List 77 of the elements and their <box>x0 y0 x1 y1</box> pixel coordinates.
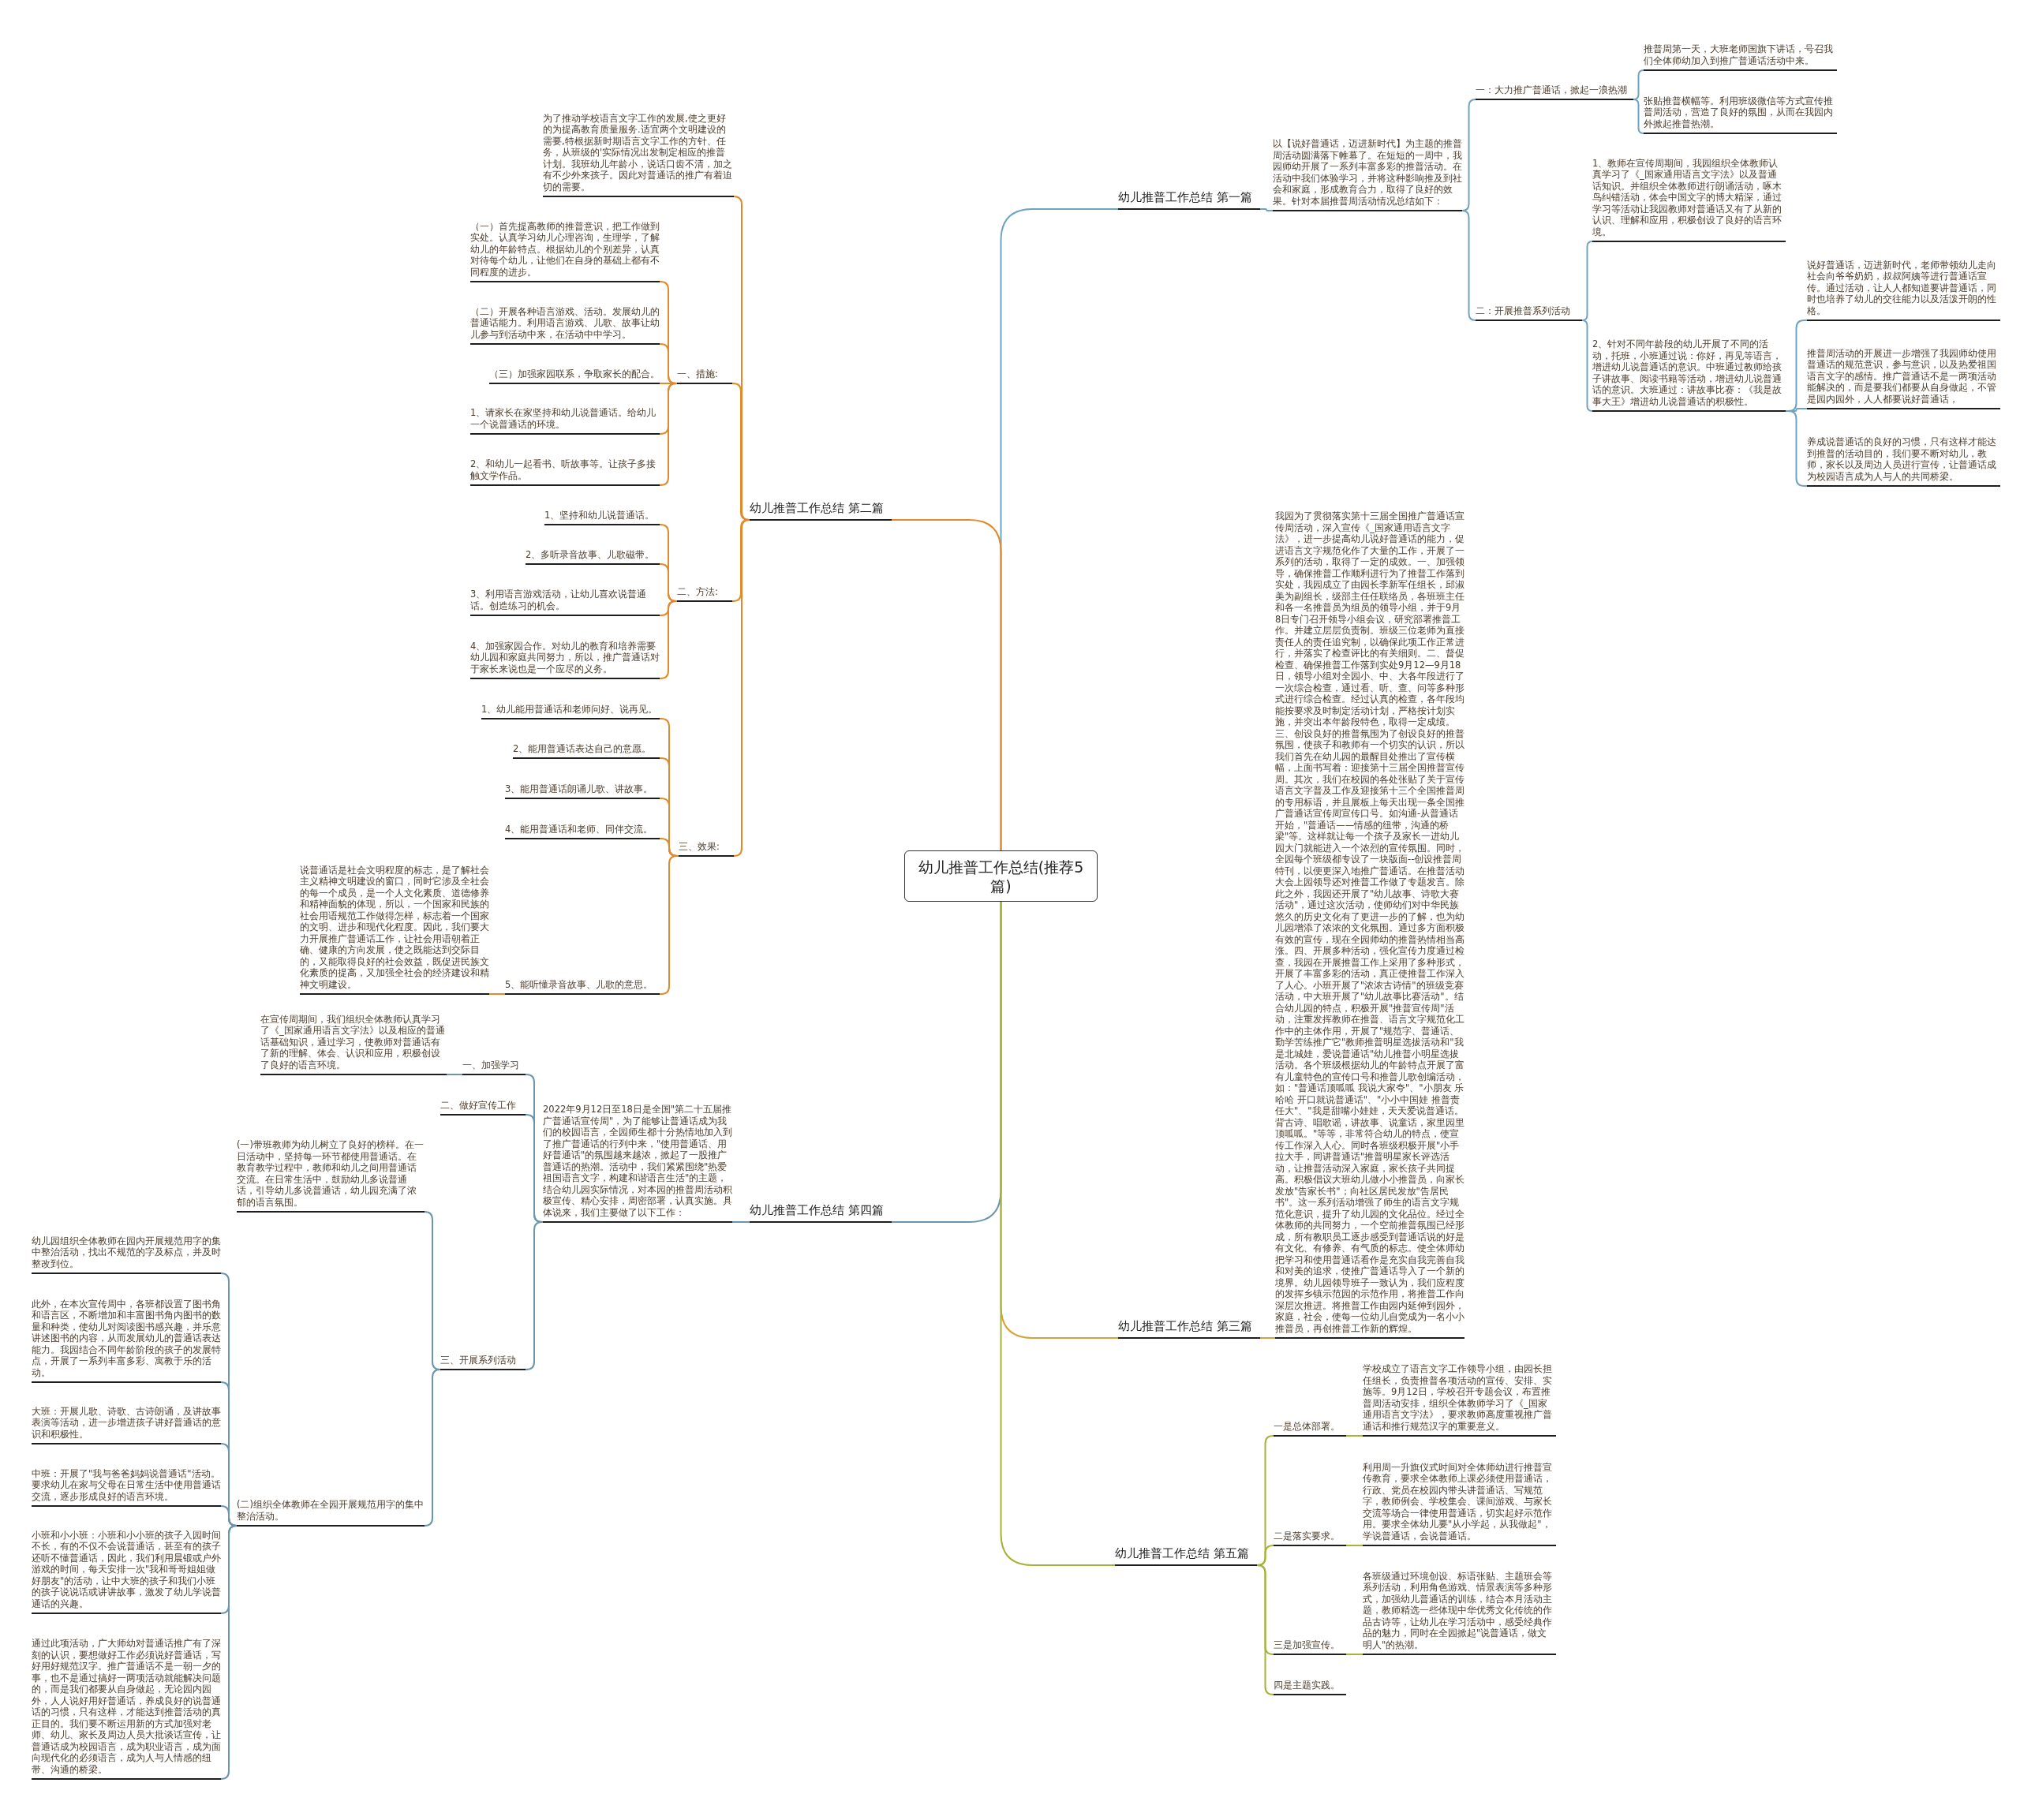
topic-text: 我园为了贯彻落实第十三届全国推广普通话宣传周活动，深入宣传《_国家通用语言文字法》，进一步提高幼儿说好普通话的能力，促进语言文字规范化作了大量的工作，开展了一系列的活动，取得了一定的成效。一、加强领导，确保推普工作顺利进行为了推普工作落到实处，我园成立了由园长李新军任组长，邱淑美为副组长，级部主任任联络员，各班班主任和各一名推普员为组员的领导小组，并于9月8日专门召开领导小组会议，研究部署推普工作。并建立层层负责制。班级三位老师为直接责任人的责任追究制，以确保此项工作正常进行，并落实了检查评比的有关细则。二、督促检查、确保推普工作落到实处9月12—9月18日，领导小组对全园小、中、大各年段进行了一次综合检查，通过看、听、查、问等多种形式进行综合检查。经过认真的检查，各年段均能按要求及时制定活动计划，严格按计划实施，并突出本年龄段特色，取得一定成绩。三、创设良好的推普氛围为了创设良好的推普氛围，使孩子和教师有一个切实的认识，所以我们首先在幼儿园的最醒目处推出了宣传横幅，上面书写着：迎接第十三届全国推普宣传周。其次，我们在校园的各处张贴了关于宣传语言文字普及工作及迎接第十三个全国推普周的专用标语，并且展板上每天出现一条全国推广普通话宣传周宣传口号。如沟通-从普通话开始，"普通话——情感的纽带，沟通的桥梁"等。这样就让每一个孩子及家长一进幼儿园大门就能进入一个浓烈的宣传氛围。同时，全园每个班级都专设了一块版面--创设推普周特刊，以便更深入地推广普通话。在推普活动大会上园领导还对推普工作做了专题发言。除此之外，我园还开展了"幼儿故事、诗歌大赛活动"，通过这次活动，使师幼们对中华民族悠久的历史文化有了更进一步的了解，也为幼儿园增添了浓浓的文化氛围。通过多方面积极有效的宣传，现在全园师幼的推普热情相当高涨。四、开展多种活动，强化宣传力度通过检查，我园在开展推普工作上采用了多种形式，开展了丰富多彩的活动，真正使推普工作深入了人心。小班开展了"浓浓古诗情"的班级竞赛活动，中大班开展了"幼儿故事比赛活动"。结合幼儿园的特点，积极开展"推普宣传周"活动，注重发挥教师在推普、语言文字规范化工作中的主体作用，开展了"规范字、普通话、勤学苦练推广它"教师推普明星选拔活动和"我是北城娃，爱说普通话"幼儿推普小明星选拔活动。各个班级根据幼儿的年龄特点开展了富有儿童特色的宣传口号和推普儿歌创编活动，如："普通话顶呱呱 我说大家夸"、"小朋友 乐哈哈 开口就说普通话"、"小小中国娃 推普责任大"、"我是甜嘴小娃娃，天天爱说普通话。背古诗、唱歌谣，讲故事、说童话，家里园里顶呱呱。"等等，非常符合幼儿的特点，使宣传工作深入人心。同时各班级积极开展"小手拉大手，同讲普通话"推普明星家长评选活动，让推普活动深入家庭，家长孩子共同提高。积极倡议大班幼儿做小小推普员，向家长发放"告家长书"；向社区居民发放"告居民书"。这一系列活动增强了师生的语言文字规范化意识，提升了幼儿园的文化品位。经过全体教师的共同努力，一个空前推普氛围已经形成，所有教职员工逐步感受到普通话说的好是有文化、有修养、有气质的标志。使全体师幼把学习和使用普通话看作是充实自我完善自我和对美的追求，使推广普通话导入了一个新的境界。幼儿园领导班子一致认为，我们应程度的发挥乡镇示范园的示范作用，将推普工作向深层次推进。将推普工作由园内延伸到园外，家庭，社会，使每一位幼儿自觉成为一名小小推普员，再创推普工作新的辉煌。 <box>1275 510 1464 1339</box>
topic-text: 1、坚持和幼儿说普通话。 <box>544 509 660 525</box>
topic-text: 三、效果: <box>679 840 734 857</box>
topic-text: （三）加强家园联系，争取家长的配合。 <box>489 368 660 384</box>
topic-text: 2、多听录音故事、儿歌磁带。 <box>526 548 660 565</box>
connector-line <box>446 1074 463 1075</box>
topic-text: (二)组织全体教师在全园开展规范用字的集中整治活动。 <box>237 1499 425 1527</box>
branch-topic: 幼儿推普工作总结 第三篇 <box>1118 1318 1260 1339</box>
topic-text: 推普周第一天，大班老师国旗下讲话，号召我们全体师幼加入到推广普通话活动中来。 <box>1644 43 1837 71</box>
branch-topic: 幼儿推普工作总结 第五篇 <box>1115 1545 1257 1566</box>
topic-text: 一是总体部署。 <box>1274 1420 1346 1437</box>
topic-text: 3、能用普通话朗诵儿歌、讲故事。 <box>505 783 660 799</box>
topic-text: 四是主题实践。 <box>1274 1679 1346 1695</box>
central-topic-box: 幼儿推普工作总结(推荐5篇) <box>904 850 1098 902</box>
branch-topic: 幼儿推普工作总结 第一篇 <box>1118 189 1260 210</box>
topic-text: 中班：开展了"我与爸爸妈妈说普通话"活动。要求幼儿在家与父母在日常生活中使用普通话交流，逐步形成良好的语言环境。 <box>32 1467 221 1507</box>
connector-line <box>1345 1435 1364 1437</box>
topic-text: 1、请家长在家坚持和幼儿说普通话。给幼儿一个说普通话的环境。 <box>470 407 660 435</box>
topic-text: 2022年9月12日至18日是全国"第二十五届推广普通话宣传周"，为了能够让普通话成为我们的校园语言，全园师生都十分热情地加入到了推广普通话的行列中来，"使用普通话、用好普通话"的氛围越来越浓，掀起了一股推广普通话的热潮。活动中，我们紧紧围绕"热爱祖国语言文字，构建和谐语言生活"的主题，结合幼儿园实际情况，对本园的推普周活动积极宣传、精心安排，周密部署，认真实施。具体说来，我们主要做了以下工作： <box>543 1104 732 1223</box>
topic-text: 此外，在本次宣传周中，各班都设置了图书角和语言区，不断增加和丰富图书角内图书的数量和种类，使幼儿对阅读图书感兴趣，并乐意讲述图书的内容，从而发展幼儿的普通话表达能力。我园结合不同年龄阶段的孩子的发展特点，开展了一系列丰富多彩、寓教于乐的活动。 <box>32 1298 221 1383</box>
connector-line <box>1000 901 1116 1566</box>
connector-line <box>1461 210 1476 321</box>
topic-text: 幼儿园组织全体教师在园内开展规范用字的集中整治活动，找出不规范的字及标点，并及时整改到位。 <box>32 1235 221 1274</box>
topic-text: 以【说好普通话，迈进新时代】为主题的推普周活动圆满落下帷幕了。在短短的一周中，我园师幼开展了一系列丰富多彩的推普活动。在活动中我们体验学习，并将这种影响推及到社会和家庭，形成教育合力，取得了良好的效果。针对本届推普周活动情况总结如下： <box>1273 138 1462 211</box>
topic-text: （一）首先提高教师的推普意识，把工作做到实处。认真学习幼儿心理咨询，生理学，了解幼儿的年龄特点。根据幼儿的个别差异，认真对待每个幼儿，让他们在自身的基础上都有不同程度的进步。 <box>470 220 660 282</box>
connector-line <box>1259 1337 1276 1339</box>
topic-text: 一、措施: <box>677 368 732 384</box>
topic-text: 推普周活动的开展进一步增强了我园师幼使用普通话的规范意识，参与意识，以及热爱祖国语言文字的感情。推广普通话不是一两项活动能解决的，而是要我们都要从自身做起，不管是园内园外，人人都要说好普通话， <box>1807 347 2000 409</box>
topic-text: 4、加强家园合作。对幼儿的教育和培养需要幼儿园和家庭共同努力，所以，推广普通话对于家长来说也是一个应尽的义务。 <box>470 640 660 679</box>
topic-text: 在宣传周期间，我们组织全体教师认真学习了《_国家通用语言文字法》以及相应的普通话基础知识，通过学习，使教师对普通话有了新的理解、体会、认识和应用，积极创设了良好的语言环境。 <box>260 1013 447 1075</box>
connector-line <box>488 993 506 995</box>
connector-line <box>1633 99 1644 134</box>
topic-text: 一、加强学习 <box>462 1059 526 1075</box>
topic-text: 二是落实要求。 <box>1274 1530 1346 1546</box>
topic-text: 为了推动学校语言文字工作的发展,使之更好的为提高教育质量服务.适宜两个文明建设的需要,特根据新时期语言文字工作的方针、任务，从班级的'实际情况出发制定相应的推普计划。我班幼儿年龄小，说话口齿不清，加之有不少外来孩子。因此对普通话的推广有着迫切的需要。 <box>543 112 734 197</box>
topic-text: 说好普通话，迈进新时代，老师带领幼儿走向社会向爷爷奶奶，叔叔阿姨等进行普通话宣传。通过活动，让人人都知道要讲普通话，同时也培养了幼儿的交往能力以及活泼开朗的性格。 <box>1807 259 2000 321</box>
topic-text: 二、做好宣传工作 <box>440 1099 526 1116</box>
topic-text: 一：大力推广普通话，掀起一浪热潮 <box>1476 84 1633 100</box>
topic-text: 5、能听懂录音故事、儿歌的意思。 <box>505 978 660 995</box>
topic-text: 张贴推普横幅等。利用班级微信等方式宣传推普周活动，营造了良好的氛围，从而在我园内外掀起推普热潮。 <box>1644 95 1837 134</box>
connector-line <box>1581 320 1593 412</box>
connector-line <box>891 519 1002 851</box>
topic-text: 三是加强宣传。 <box>1274 1639 1346 1655</box>
connector-line <box>1256 1564 1274 1695</box>
connector-line <box>1345 1654 1364 1655</box>
topic-text: （二）开展各种语言游戏、活动。发展幼儿的普通话能力。利用语言游戏、儿歌、故事让幼儿参与到活动中来，在活动中中学习。 <box>470 305 660 345</box>
topic-text: 2、能用普通话表达自己的意愿。 <box>513 742 660 759</box>
topic-text: 各班级通过环境创设、标语张贴、主题班会等系列活动，利用角色游戏、情景表演等多种形式，加强幼儿普通话的训练，结合本月活动主题，教师精选一些体现中华优秀文化传统的作品古诗等，让幼儿在学习活动中，感受经典作品的魅力，同时在全园掀起"说普通话，做文明人"的热潮。 <box>1363 1570 1556 1655</box>
topic-text: (一)带班教师为幼儿树立了良好的榜样。在一日活动中，坚持每一环节都使用普通话。在教育教学过程中，教师和幼儿之间用普通话交流。在日常生活中，鼓励幼儿多说普通话，引导幼儿多说普通话，幼儿园充满了浓郁的语言氛围。 <box>237 1139 425 1213</box>
connector-line <box>659 600 678 679</box>
topic-text: 4、能用普通话和老师、同伴交流。 <box>505 823 660 839</box>
topic-text: 通过此项活动，广大师幼对普通话推广有了深刻的认识，要想做好工作必须说好普通话，写好用好规范汉字。推广普通话不是一朝一夕的事，也不是通过搞好一两项活动就能解决问题的，而是我们都要从自身做起，无论园内园外，人人说好用好普通话，养成良好的说普通话的习惯，只有这样，才能达到推普活动的真正目的。我们要不断运用新的方式加强对老师、幼儿、家长及周边人员大批谈话宣传，让普通话成为校园语言，成为职业语言，成为面向现代化的必须语言，成为人与人情感的纽带、沟通的桥梁。 <box>32 1638 221 1780</box>
connector-line <box>424 1369 441 1527</box>
topic-text: 说普通话是社会文明程度的标志，是了解社会主义精神文明建设的窗口，同时它涉及全社会的每一个成员，是一个人文化素质、道德修养和精神面貌的体现，所以，一个国家和民族的社会用语规范工作做得怎样，标志着一个国家的文明、进步和现代化程度。因此，我们要大力开展推广普通话工作，让社会用语朝着正确、健康的方向发展，使之既能达到交际目的，又能取得良好的社会效益，既促进民族文化素质的提高，又加强全社会的经济建设和精神文明建设。 <box>300 864 489 995</box>
topic-text: 2、和幼儿一起看书、听故事等。让孩子多接触文学作品。 <box>470 458 660 486</box>
topic-text: 养成说普通话的良好的习惯，只有这样才能达到推普的活动目的，我们要不断对幼儿，教师，家长以及周边人员进行宣传，让普通话成为校园语言成为人与人的共同桥梁。 <box>1807 436 2000 487</box>
branch-topic: 幼儿推普工作总结 第二篇 <box>750 500 892 521</box>
connector-line <box>1259 208 1274 211</box>
connector-line <box>220 1525 238 1780</box>
topic-text: 1、幼儿能用普通话和老师问好、说再见。 <box>481 703 660 719</box>
topic-text: 1、教师在宣传周期间，我园组织全体教师认真学习了《_国家通用语言文字法》以及普通话知识。并组织全体教师进行朗诵活动，啄木鸟纠错活动，体会中国文字的博大精深，通过学习等活动让我园教师对普通话又有了从新的认识、理解和应用，积极创设了良好的语言环境。 <box>1592 157 1786 242</box>
branch-topic: 幼儿推普工作总结 第四篇 <box>750 1202 892 1223</box>
topic-text: 三、开展系列活动 <box>440 1354 526 1370</box>
topic-text: 二：开展推普系列活动 <box>1476 305 1582 321</box>
topic-text: 2、针对不同年龄段的幼儿开展了不同的活动，托班，小班通过说：你好，再见等语言，增进幼儿说普通话的意识。中班通过教师给孩子讲故事、阅读书籍等活动，增进幼儿说普通话的意识。大班通过：讲故事比赛：《我是故事大王》增进幼儿说普通话的积极性。 <box>1592 338 1786 412</box>
connector-line <box>1345 1545 1364 1546</box>
topic-text: 利用周一升旗仪式时间对全体师幼进行推普宣传教育，要求全体教师上课必须使用普通话，行政、党员在校园内带头讲普通话、写规范字，教师例会、学校集会、课间游戏、与家长交流等场合一律使用普通话，切实起好示范作用。要求全体幼儿要"从小学起，从我做起"，学说普通话，会说普通话。 <box>1363 1461 1556 1546</box>
connector-line <box>731 1221 750 1223</box>
connector-line <box>733 519 750 857</box>
connector-line <box>659 383 678 486</box>
connector-line <box>525 1221 544 1370</box>
topic-text: 小班和小小班：小班和小小班的孩子入园时间不长，有的不仅不会说普通话，甚至有的孩子还听不懂普通话，因此，我们利用晨锻或户外游戏的时间，每天安排一次"我和哥哥姐姐做好朋友"的活动，让中大班的孩子和我们小班的孩子说说话或讲讲故事，激发了幼儿学说普通话的兴趣。 <box>32 1529 221 1614</box>
topic-text: 3、利用语言游戏活动，让幼儿喜欢说普通话。创造练习的机会。 <box>470 589 660 616</box>
topic-text: 大班：开展儿歌、诗歌、古诗朗诵，及讲故事表演等活动，进一步增进孩子讲好普通话的意识和积极性。 <box>32 1405 221 1444</box>
topic-text: 学校成立了语言文字工作领导小组，由园长担任组长，负责推普各项活动的宣传、安排、实施等。9月12日，学校召开专题会议，布置推普周活动安排，组织全体教师学习了《_国家通用语言文字法》，要求教师高度重视推广普通话和推行规范汉字的重要意义。 <box>1363 1363 1556 1437</box>
topic-text: 二、方法: <box>677 585 732 602</box>
connector-line <box>659 855 679 995</box>
